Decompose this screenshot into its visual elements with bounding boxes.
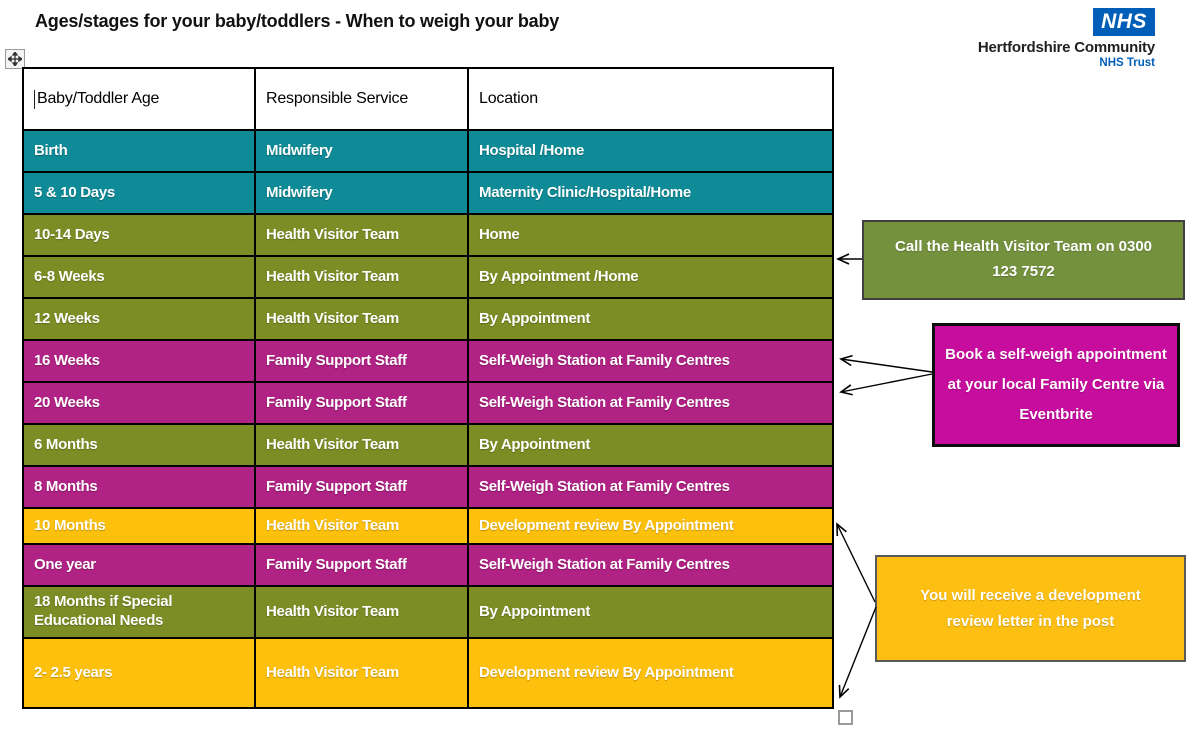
cell-service-10-14-days: Health Visitor Team bbox=[256, 215, 467, 255]
cell-service-10-months: Health Visitor Team bbox=[256, 509, 467, 543]
cell-location-8-months: Self-Weigh Station at Family Centres bbox=[469, 467, 832, 507]
cell-age-birth: Birth bbox=[24, 131, 254, 171]
callout-self-weigh: Book a self-weigh appointment at your lo… bbox=[932, 323, 1180, 447]
cell-age-5-10-days: 5 & 10 Days bbox=[24, 173, 254, 213]
cell-service-one-year: Family Support Staff bbox=[256, 545, 467, 585]
text-caret bbox=[34, 89, 35, 109]
cell-service-16-weeks: Family Support Staff bbox=[256, 341, 467, 381]
cell-age-10-14-days: 10-14 Days bbox=[24, 215, 254, 255]
cell-service-12-weeks: Health Visitor Team bbox=[256, 299, 467, 339]
callout-health-visitor: Call the Health Visitor Team on 0300 123… bbox=[862, 220, 1185, 300]
table-resize-handle[interactable] bbox=[838, 710, 853, 725]
page-title: Ages/stages for your baby/toddlers - Whe… bbox=[35, 11, 560, 31]
cell-service-5-10-days: Midwifery bbox=[256, 173, 467, 213]
cell-location-12-weeks: By Appointment bbox=[469, 299, 832, 339]
cell-service-birth: Midwifery bbox=[256, 131, 467, 171]
cell-age-6-months: 6 Months bbox=[24, 425, 254, 465]
cell-age-6-8-weeks: 6-8 Weeks bbox=[24, 257, 254, 297]
nhs-org-name: Hertfordshire Community bbox=[977, 39, 1155, 56]
nhs-logo-icon: NHS bbox=[1093, 8, 1155, 36]
callout-self-weigh-text: Book a self-weigh appointment at your lo… bbox=[945, 346, 1167, 423]
arrow-dev-review-10mo bbox=[836, 522, 876, 603]
cell-age-18-months: 18 Months if Special Educational Needs bbox=[24, 587, 254, 637]
cell-age-10-months: 10 Months bbox=[24, 509, 254, 543]
cell-location-10-months: Development review By Appointment bbox=[469, 509, 832, 543]
cell-location-5-10-days: Maternity Clinic/Hospital/Home bbox=[469, 173, 832, 213]
cell-age-one-year: One year bbox=[24, 545, 254, 585]
arrow-dev-review-2yr bbox=[838, 606, 877, 699]
cell-service-18-months: Health Visitor Team bbox=[256, 587, 467, 637]
cell-location-2-years: Development review By Appointment bbox=[469, 639, 832, 707]
cell-age-2-years: 2- 2.5 years bbox=[24, 639, 254, 707]
cell-location-16-weeks: Self-Weigh Station at Family Centres bbox=[469, 341, 832, 381]
table-move-handle[interactable] bbox=[5, 49, 25, 69]
cell-location-birth: Hospital /Home bbox=[469, 131, 832, 171]
col-header-service: Responsible Service bbox=[256, 69, 467, 129]
cell-age-16-weeks: 16 Weeks bbox=[24, 341, 254, 381]
callout-health-visitor-text: Call the Health Visitor Team on 0300 123… bbox=[894, 238, 1153, 280]
arrow-self-weigh-16wk bbox=[839, 354, 933, 373]
callout-development-review-text: You will receive a development review le… bbox=[920, 587, 1141, 630]
cell-location-6-months: By Appointment bbox=[469, 425, 832, 465]
arrow-self-weigh-20wk bbox=[839, 373, 933, 396]
col-header-location: Location bbox=[469, 69, 832, 129]
cell-age-8-months: 8 Months bbox=[24, 467, 254, 507]
cell-service-6-months: Health Visitor Team bbox=[256, 425, 467, 465]
cell-service-8-months: Family Support Staff bbox=[256, 467, 467, 507]
cell-location-6-8-weeks: By Appointment /Home bbox=[469, 257, 832, 297]
cell-age-12-weeks: 12 Weeks bbox=[24, 299, 254, 339]
cell-service-6-8-weeks: Health Visitor Team bbox=[256, 257, 467, 297]
cell-location-20-weeks: Self-Weigh Station at Family Centres bbox=[469, 383, 832, 423]
cell-location-18-months: By Appointment bbox=[469, 587, 832, 637]
cell-age-20-weeks: 20 Weeks bbox=[24, 383, 254, 423]
col-header-age: Baby/Toddler Age bbox=[24, 69, 254, 129]
cell-service-2-years: Health Visitor Team bbox=[256, 639, 467, 707]
nhs-trust-label: NHS Trust bbox=[1099, 57, 1155, 69]
nhs-logo: NHS Hertfordshire Community NHS Trust bbox=[978, 8, 1155, 69]
cell-location-10-14-days: Home bbox=[469, 215, 832, 255]
move-icon bbox=[8, 52, 22, 66]
callout-development-review: You will receive a development review le… bbox=[875, 555, 1186, 662]
weighing-schedule-table: Baby/Toddler Age Responsible Service Loc… bbox=[22, 67, 834, 709]
cell-service-20-weeks: Family Support Staff bbox=[256, 383, 467, 423]
cell-location-one-year: Self-Weigh Station at Family Centres bbox=[469, 545, 832, 585]
